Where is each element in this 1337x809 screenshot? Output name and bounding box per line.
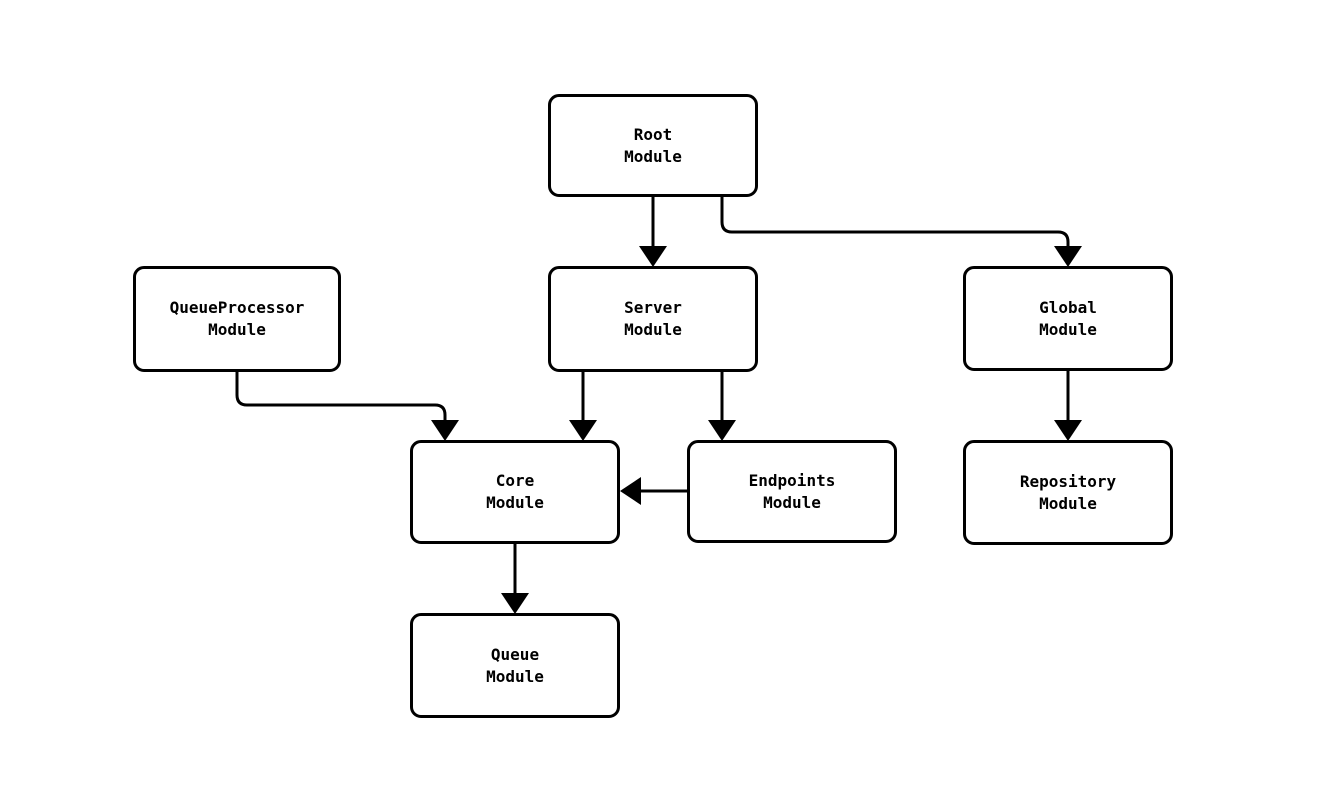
node-repository-module[interactable]: Repository Module [963,440,1173,545]
node-server-module[interactable]: Server Module [548,266,758,372]
arrowhead-endpoints-to-core [620,477,641,505]
arrowhead-global-to-repository [1054,420,1082,441]
node-queue-module-label: Queue Module [486,644,544,686]
node-server-module-label: Server Module [624,298,682,339]
edge-queueprocessor-to-core [235,372,447,432]
node-queueprocessor-module-label: QueueProcessor Module [169,298,305,339]
node-root-module-label: Root Module [624,124,682,166]
edge-root-to-global [720,197,1070,258]
node-repository-module-label: Repository Module [1019,471,1117,513]
node-root-module[interactable]: Root Module [548,94,758,197]
arrowhead-server-to-endpoints [708,420,736,441]
node-core-module[interactable]: Core Module [410,440,620,544]
arrowhead-root-to-global [1054,246,1082,267]
node-queueprocessor-module[interactable]: QueueProcessor Module [133,266,341,372]
node-core-module-label: Core Module [486,471,544,512]
arrowhead-core-to-queue [501,593,529,614]
node-global-module-label: Global Module [1039,297,1097,339]
node-global-module[interactable]: Global Module [963,266,1173,371]
arrowhead-queueprocessor-to-core [431,420,459,441]
arrowhead-server-to-core [569,420,597,441]
node-endpoints-module-label: Endpoints Module [748,470,836,512]
arrowhead-root-to-server [639,246,667,267]
node-endpoints-module[interactable]: Endpoints Module [687,440,897,543]
node-queue-module[interactable]: Queue Module [410,613,620,718]
